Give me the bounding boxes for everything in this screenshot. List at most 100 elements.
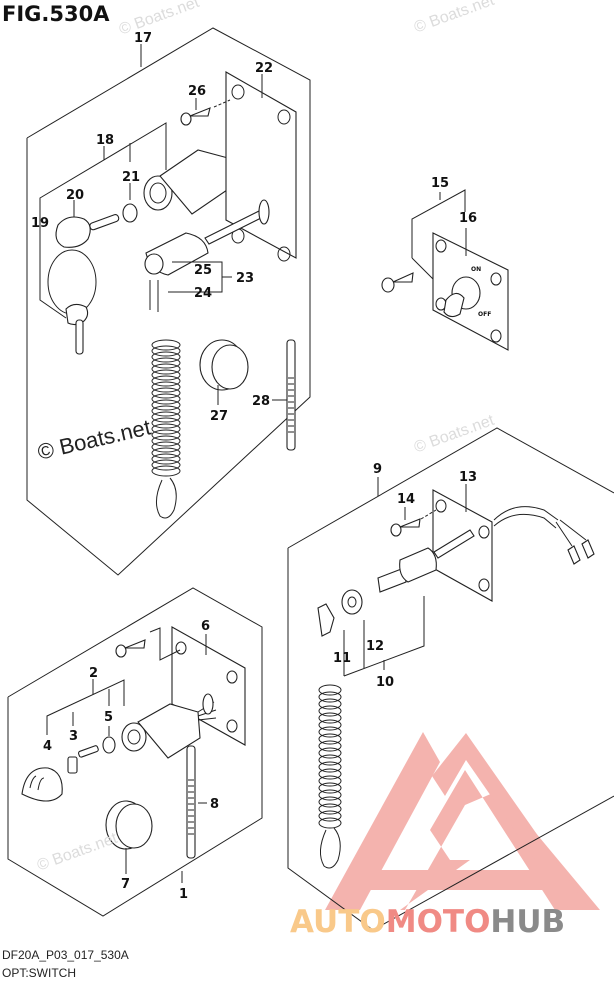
washer-5: [102, 736, 116, 754]
coil-loop: [318, 775, 342, 787]
lanyard-coil-upper: [151, 339, 181, 519]
callout-25: 25: [194, 263, 212, 278]
coil-loop: [318, 782, 342, 794]
kit-9-box: [287, 427, 614, 931]
bracket-18: [39, 122, 167, 319]
callout-8: 8: [210, 797, 219, 812]
coil-loop: [318, 719, 342, 731]
coil-loop: [151, 435, 181, 447]
coil-loop: [318, 726, 342, 738]
coil-loop: [151, 381, 181, 393]
coil-loop: [318, 698, 342, 710]
coil-loop: [318, 796, 342, 808]
callout-28: 28: [252, 394, 270, 409]
kit-1-box: [7, 587, 263, 917]
callout-10: 10: [376, 675, 394, 690]
brand-hub: HUB: [490, 904, 566, 940]
brand-moto: MOTO: [385, 904, 491, 940]
switch-on-mark: ON: [471, 266, 481, 273]
coil-loop: [151, 459, 181, 471]
automotohub-wordmark: AUTOMOTOHUB: [290, 904, 565, 940]
coil-loop: [318, 705, 342, 717]
coil-loop: [318, 733, 342, 745]
callout-9: 9: [373, 462, 382, 477]
cable-tie-8: [186, 745, 207, 859]
coil-loop: [318, 747, 342, 759]
cable-tie-28: [272, 339, 296, 451]
coil-loop: [151, 423, 181, 435]
figure-title: FIG.530A: [2, 2, 110, 26]
callout-labels: 17 22 26 18 21 20 19 25 23 24 27 28 15 1…: [31, 31, 491, 902]
coil-loop: [151, 357, 181, 369]
coil-loop: [151, 351, 181, 363]
callout-17: 17: [134, 31, 152, 46]
lanyard-coil-lower: [318, 684, 342, 869]
coil-loop: [318, 691, 342, 703]
automotohub-logo: [325, 732, 600, 910]
callout-7: 7: [121, 877, 130, 892]
coil-loop: [318, 810, 342, 822]
coil-loop: [151, 447, 181, 459]
callout-22: 22: [255, 61, 273, 76]
coil-loop: [151, 417, 181, 429]
coil-loop: [151, 363, 181, 375]
coil-loop: [151, 369, 181, 381]
bracket-2: [46, 679, 125, 736]
switch-off-mark: OFF: [478, 311, 491, 318]
cap-7: [105, 800, 153, 874]
screw-plate-6: [115, 627, 181, 661]
callout-26: 26: [188, 84, 206, 99]
logo-triangle-left: [325, 732, 440, 910]
coil-loop: [151, 393, 181, 405]
stop-switch-10: [317, 529, 475, 677]
figure-name: OPT:SWITCH: [2, 966, 76, 980]
callout-27: 27: [210, 409, 228, 424]
logo-bar: [370, 870, 575, 890]
callout-20: 20: [66, 188, 84, 203]
coil-loop: [151, 399, 181, 411]
cap-27: [199, 339, 249, 405]
coil-loop: [318, 740, 342, 752]
coil-loop: [318, 803, 342, 815]
screw-26: [180, 98, 231, 126]
coil-loop: [151, 465, 181, 477]
snap-hook: [156, 477, 177, 519]
coil-loop: [318, 684, 342, 696]
callout-13: 13: [459, 470, 477, 485]
callout-6: 6: [201, 619, 210, 634]
callout-12: 12: [366, 639, 384, 654]
coil-loop: [151, 405, 181, 417]
callout-3: 3: [69, 729, 78, 744]
stop-switch-23: [144, 199, 270, 312]
switch-15-16: [381, 189, 509, 351]
callout-14: 14: [397, 492, 415, 507]
callout-2: 2: [89, 666, 98, 681]
main-switch-lower: [121, 693, 217, 759]
coil-loop: [151, 345, 181, 357]
plate-13: [432, 484, 595, 602]
logo-triangle-right: [432, 733, 590, 910]
callout-18: 18: [96, 133, 114, 148]
coil-loop: [151, 411, 181, 423]
coil-loop: [318, 817, 342, 829]
key-20: [47, 214, 120, 355]
callout-21: 21: [122, 170, 140, 185]
plate-6: [171, 626, 246, 746]
washer-21: [122, 203, 138, 223]
coil-loop: [151, 375, 181, 387]
callout-16: 16: [459, 211, 477, 226]
brand-auto: AUTO: [290, 904, 386, 940]
snap-hook: [320, 827, 341, 869]
callout-4: 4: [43, 739, 52, 754]
callout-11: 11: [333, 651, 351, 666]
coil-loop: [151, 453, 181, 465]
coil-loop: [318, 754, 342, 766]
figure-code: DF20A_P03_017_530A: [2, 948, 129, 962]
coil-loop: [318, 768, 342, 780]
plate-22: [225, 71, 297, 262]
coil-loop: [318, 789, 342, 801]
coil-loop: [151, 429, 181, 441]
callout-1: 1: [179, 887, 188, 902]
callout-15: 15: [431, 176, 449, 191]
coil-loop: [318, 761, 342, 773]
